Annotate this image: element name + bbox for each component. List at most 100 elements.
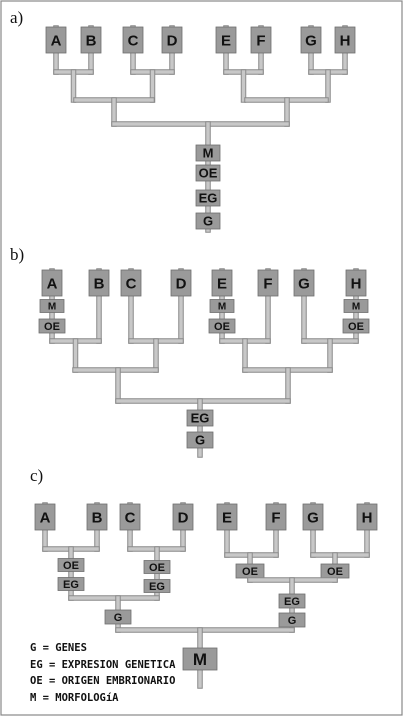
a-root-tag-g-label: G [203,214,213,229]
b-h-tag-m-box [343,299,369,313]
b-e-tag-oe-label: OE [214,321,230,333]
a-root-tag-m-label: M [203,146,214,161]
c-leaf-h-box [356,503,378,531]
c-leaf-a-label: A [40,509,51,526]
c-cd-tag-eg-box [143,579,171,593]
a-leaf-f-label: F [256,32,265,49]
b-a-tag-m-label: M [48,302,56,313]
c-leaf-e-label: E [222,509,232,526]
c-gh-tag-oe-label: OE [327,566,343,578]
b-leaf-h-box [345,269,367,297]
a-leaf-h-box [334,26,356,54]
c-leaf-h-label: H [362,509,373,526]
a-leaf-e-label: E [221,32,231,49]
b-leaf-g-label: G [298,275,310,292]
b-leaf-c-label: C [126,275,137,292]
c-ab-tag-eg-label: EG [63,579,79,591]
b-leaf-c-box [120,269,142,297]
b-leaf-a-label: A [47,275,58,292]
b-e-tag-m-label: M [218,302,226,313]
b-leaf-g-box [293,269,315,297]
c-leaf-d-box [172,503,194,531]
b-leaf-b-label: B [94,275,105,292]
c-ef-tag-oe-label: OE [242,566,258,578]
c-abcd-tag-g-box [104,609,132,625]
legend-morfologia: M = MORFOLOGíA [30,691,119,704]
b-leaf-a-box [41,269,63,297]
c-leaf-b-label: B [92,509,103,526]
b-root-tag-eg-label: EG [191,411,210,426]
panel-label-b: b) [10,245,25,264]
a-root-tag-m-box [195,144,221,162]
legend-origen-embrionario: OE = ORIGEN EMBRIONARIO [30,675,176,687]
c-leaf-f-label: F [271,509,280,526]
a-leaf-g-box [300,26,322,54]
b-leaf-f-label: F [263,275,272,292]
b-leaf-f-box [257,269,279,297]
a-leaf-f-box [250,26,272,54]
b-h-tag-m-label: M [352,302,360,313]
b-e-tag-oe-box [208,318,236,334]
a-leaf-d-box [161,26,183,54]
a-leaf-c-label: C [128,32,139,49]
c-ab-tag-eg-box [57,577,85,591]
b-leaf-d-box [170,269,192,297]
c-leaf-d-label: D [178,509,189,526]
c-cd-tag-oe-box [143,560,171,574]
c-root-tag-m-label: M [193,650,207,669]
c-leaf-g-box [302,503,324,531]
c-leaf-a-box [34,503,56,531]
a-leaf-g-label: G [305,32,317,49]
c-ab-tag-oe-label: OE [63,560,79,572]
b-h-tag-oe-box [342,318,370,334]
legend-expresion-genetica: EG = EXPRESION GENETICA [30,658,176,671]
a-leaf-h-label: H [340,32,351,49]
b-root-tag-g-label: G [195,433,205,448]
b-a-tag-m-box [39,299,65,313]
c-root-tag-m-box [182,647,218,671]
panel-label-c: c) [30,466,44,485]
c-cd-tag-eg-label: EG [149,581,165,593]
a-leaf-b-label: B [86,32,97,49]
c-leaf-f-box [265,503,287,531]
b-root-tag-eg-box [186,409,214,427]
b-h-tag-oe-label: OE [348,321,364,333]
c-abcd-tag-g-label: G [114,612,123,624]
c-cd-tag-oe-label: OE [149,562,165,574]
a-root-tag-eg-box [195,189,221,207]
b-leaf-b-box [88,269,110,297]
c-efgh-tag-eg-label: EG [284,596,300,608]
c-efgh-tag-eg-box [278,593,306,609]
c-leaf-c-box [119,503,141,531]
c-leaf-e-box [216,503,238,531]
b-leaf-e-box [211,269,233,297]
c-ab-tag-oe-box [57,558,85,572]
a-leaf-c-box [122,26,144,54]
a-leaf-e-box [215,26,237,54]
a-root-tag-g-box [195,212,221,230]
legend-genes: G = GENES [30,642,87,654]
c-efgh-tag-g-label: G [288,615,297,627]
a-root-tag-eg-label: EG [199,191,218,206]
a-root-tag-oe-label: OE [199,166,218,181]
legend: G = GENES EG = EXPRESION GENETICA OE = O… [30,640,175,706]
a-leaf-a-label: A [51,32,62,49]
c-leaf-g-label: G [307,509,319,526]
a-leaf-a-box [45,26,67,54]
c-efgh-tag-g-box [278,612,306,628]
a-leaf-d-label: D [167,32,178,49]
panel-label-a: a) [10,8,24,27]
b-a-tag-oe-box [38,318,66,334]
a-root-tag-oe-box [195,164,221,182]
c-leaf-b-box [86,503,108,531]
b-leaf-h-label: H [351,275,362,292]
a-leaf-b-box [80,26,102,54]
b-a-tag-oe-label: OE [44,321,60,333]
c-leaf-c-label: C [125,509,136,526]
b-root-tag-g-box [186,431,214,449]
b-leaf-e-label: E [217,275,227,292]
b-e-tag-m-box [209,299,235,313]
